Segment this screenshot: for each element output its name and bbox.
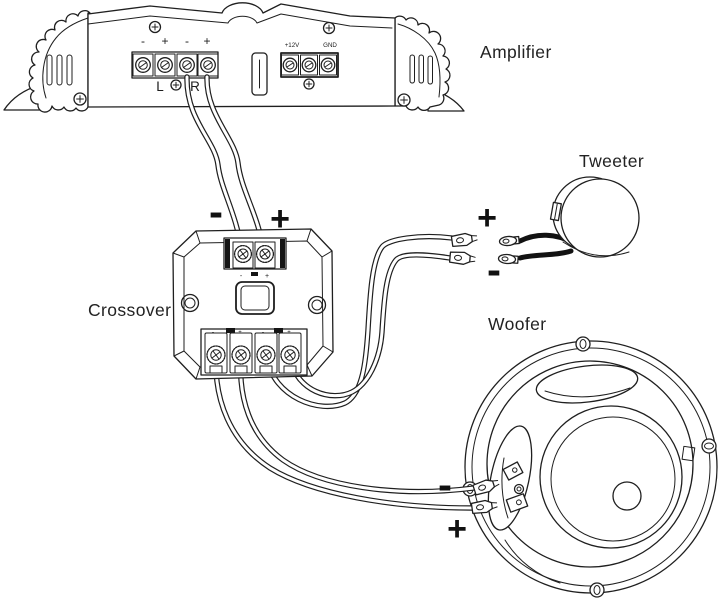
spade-connector — [450, 232, 478, 247]
left-channel-label: L — [156, 79, 164, 94]
tweeter-plus-sign: + — [477, 199, 497, 237]
crossover-window — [235, 281, 275, 315]
amplifier-vent-slot — [418, 54, 424, 84]
crossover-label: Crossover — [88, 300, 171, 320]
tweeter-lead-minus — [517, 248, 574, 261]
right-channel-label: R — [190, 79, 200, 94]
amplifier-speaker-terminals: - + - + L R — [131, 34, 219, 94]
amplifier-chassis — [87, 2, 396, 108]
tweeter: + - Tweeter — [448, 151, 644, 293]
spade-connector — [470, 499, 498, 514]
amplifier-heatsink-right — [394, 15, 451, 111]
woofer-terminal-plate — [501, 457, 529, 519]
crossover-input-mark-plus: + — [265, 273, 269, 280]
amplifier-vent-slot — [409, 54, 415, 84]
woofer: Woofer — [462, 314, 718, 598]
amplifier-vent-slot — [56, 54, 63, 86]
amplifier-label: Amplifier — [480, 42, 552, 62]
crossover-input-plus-sign: + — [270, 200, 290, 238]
terminal-label-plus: + — [203, 34, 210, 48]
terminal-label-plus: + — [161, 34, 168, 48]
woofer-plus-sign: + — [447, 510, 467, 548]
terminal-label-minus: - — [185, 34, 189, 48]
crossover: - + - + - + - + Crossover — [88, 188, 334, 380]
wire-crossover-to-woofer — [213, 352, 477, 511]
crossover-output-mark: + — [287, 330, 291, 336]
woofer-terminal-screw — [513, 483, 525, 495]
woofer-cone-edge — [539, 405, 683, 549]
amplifier-vent-slot — [66, 54, 73, 86]
amplifier-power-terminals: +12V GND — [280, 42, 339, 90]
power-gnd-label: GND — [323, 42, 337, 49]
terminal-label-minus: - — [141, 34, 145, 48]
woofer-mount-tab — [701, 438, 717, 454]
screw-icon — [170, 79, 182, 91]
amplifier: - + - + L R +12V GND Amplifier — [3, 2, 552, 113]
woofer-frame-clip — [681, 445, 696, 462]
amplifier-heatsink-left-inner — [42, 17, 89, 99]
woofer-basket-window-top — [535, 364, 639, 404]
amplifier-fuse-slot — [251, 52, 268, 96]
crossover-output-mark: - — [212, 330, 214, 336]
crossover-facets — [172, 228, 334, 380]
woofer-connections: - + — [438, 461, 500, 548]
screw-icon — [397, 93, 411, 107]
woofer-mount-tab — [589, 582, 605, 598]
woofer-frame-arc — [504, 539, 561, 584]
crossover-window-inner — [240, 285, 270, 311]
woofer-dust-cap — [612, 481, 642, 511]
woofer-cone-inner — [550, 416, 676, 542]
woofer-basket — [486, 360, 694, 568]
crossover-output-terminals: - + - + — [200, 328, 308, 376]
power-12v-label: +12V — [285, 42, 300, 49]
spade-connector — [472, 479, 500, 496]
amplifier-vent-slot — [46, 54, 53, 86]
wire-crossover-to-tweeter — [263, 233, 455, 410]
screw-icon — [303, 78, 315, 90]
tweeter-dome — [560, 178, 640, 258]
woofer-mount-tab — [575, 336, 591, 352]
amplifier-top-edge — [87, 13, 393, 29]
tweeter-terminal — [498, 235, 520, 247]
tweeter-label: Tweeter — [579, 151, 644, 171]
woofer-minus-sign: - — [438, 461, 452, 508]
tweeter-base-edge — [562, 241, 630, 257]
crossover-input-minus-sign: - — [209, 188, 223, 235]
crossover-input-terminals: - + — [223, 237, 287, 280]
tweeter-minus-sign: - — [487, 246, 501, 293]
crossover-mount-hole — [307, 295, 327, 315]
crossover-mount-hole — [180, 293, 200, 313]
screw-icon — [322, 21, 336, 35]
crossover-output-mark: + — [238, 330, 242, 336]
tweeter-terminal — [497, 253, 519, 265]
screw-icon — [148, 20, 162, 34]
screw-icon — [73, 92, 87, 106]
crossover-input-mark-minus: - — [240, 273, 243, 280]
amplifier-vent-slot — [427, 55, 433, 85]
woofer-label: Woofer — [488, 314, 547, 334]
wire-amp-to-crossover — [184, 74, 267, 255]
spade-connector — [448, 251, 476, 265]
amplifier-heatsink-left — [28, 10, 91, 113]
woofer-basket-window-line — [544, 387, 631, 398]
amplifier-heatsink-right-inner — [397, 23, 441, 98]
tweeter-mount-tab — [549, 201, 562, 222]
crossover-output-mark: - — [262, 330, 264, 336]
